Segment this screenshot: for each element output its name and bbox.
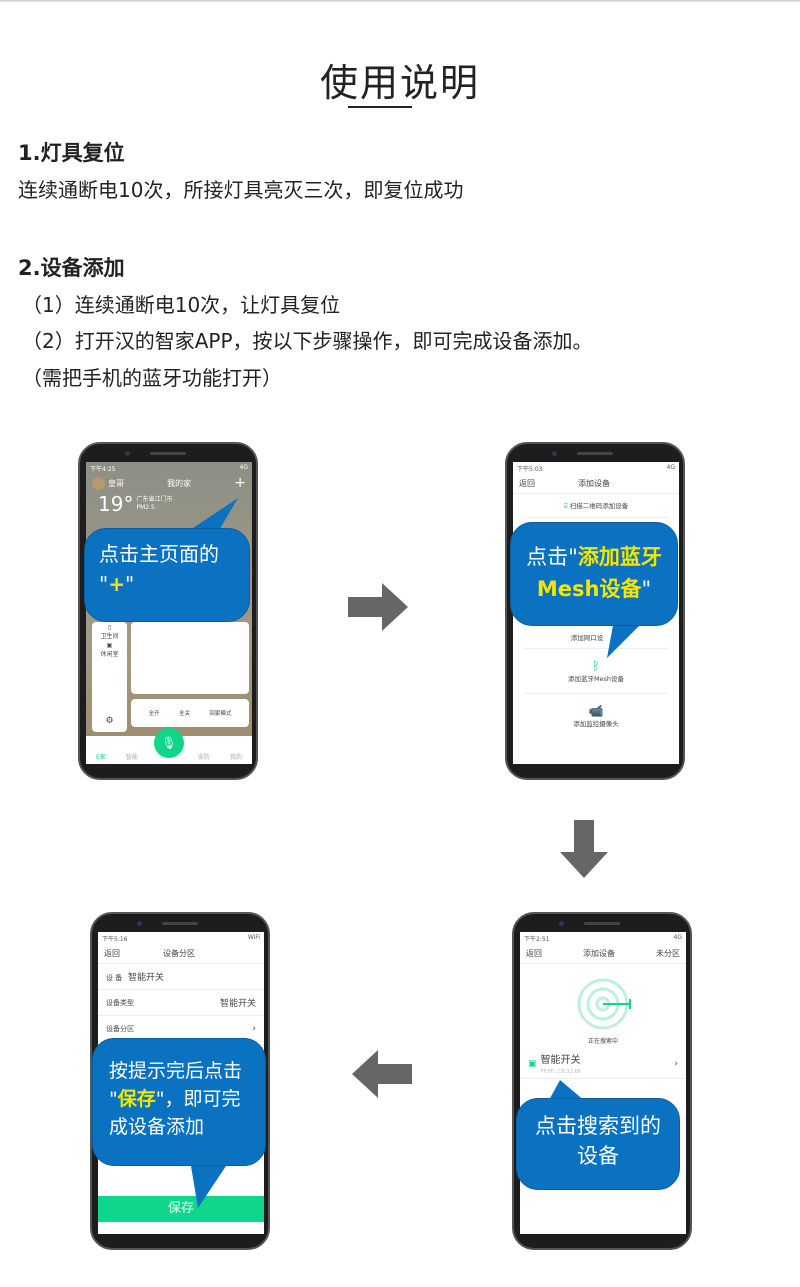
section2-step2: （2）打开汉的智家APP，按以下步骤操作，即可完成设备添加。 bbox=[22, 329, 593, 353]
back-button[interactable]: 返回 bbox=[526, 949, 542, 958]
device-type-value: 智能开关 bbox=[219, 999, 256, 1009]
tab-smart[interactable]: 智能 bbox=[125, 754, 138, 761]
arrow-right-icon bbox=[348, 583, 408, 631]
tab-home[interactable]: E家 bbox=[96, 754, 106, 761]
settings-icon[interactable]: ⚙ bbox=[105, 716, 114, 726]
scene-home[interactable]: 回家模式 bbox=[209, 711, 232, 717]
back-button[interactable]: 返回 bbox=[519, 479, 535, 488]
section2-step1: （1）连续通断电10次，让灯具复位 bbox=[22, 293, 341, 317]
callout-bubble-1: 点击主页面的 "+" bbox=[84, 528, 250, 622]
callout-bubble-2: 点击"添加蓝牙 Mesh设备" bbox=[510, 522, 678, 626]
arrow-down-icon bbox=[560, 820, 608, 878]
bubble-4-tail bbox=[548, 1080, 586, 1102]
scan-qr-option[interactable]: ⌸ 扫描二维码添加设备 bbox=[525, 494, 667, 518]
add-camera-option[interactable]: 📹添加监控摄像头 bbox=[525, 694, 667, 738]
bubble-1-tail bbox=[190, 498, 238, 532]
camera-icon: 📹 bbox=[588, 704, 604, 718]
bubble-3-tail bbox=[190, 1160, 230, 1208]
bubble-2-tail bbox=[607, 620, 645, 658]
mic-button[interactable]: 🎙 bbox=[154, 728, 184, 758]
status-time: 下午4:25 bbox=[90, 466, 116, 473]
device-name-field[interactable]: 设 备 智能开关 bbox=[98, 964, 264, 990]
tab-mine[interactable]: 我的 bbox=[229, 754, 242, 761]
add-button[interactable]: + bbox=[234, 475, 246, 491]
user-avatar[interactable]: 皇哥 bbox=[92, 476, 124, 490]
chevron-right-icon: › bbox=[674, 1058, 678, 1069]
home-title: 我的家 bbox=[167, 478, 192, 488]
save-button[interactable]: 保存 bbox=[98, 1196, 264, 1222]
section1-heading: 1.灯具复位 bbox=[18, 141, 125, 165]
room-lounge[interactable]: ▣休闲室 bbox=[100, 642, 119, 658]
tab-security[interactable]: 安防 bbox=[197, 754, 210, 761]
top-divider bbox=[0, 0, 800, 3]
back-button[interactable]: 返回 bbox=[104, 949, 120, 958]
section2-heading: 2.设备添加 bbox=[18, 256, 125, 280]
callout-bubble-3: 按提示完后点击"保存"，即可完成设备添加 bbox=[92, 1038, 266, 1166]
callout-bubble-4: 点击搜索到的设备 bbox=[516, 1098, 680, 1190]
zone-button[interactable]: 未分区 bbox=[656, 949, 680, 958]
add-gateway-option[interactable]: 添加网口设 bbox=[525, 626, 667, 649]
temperature: 19° bbox=[98, 492, 134, 516]
scene-all-on[interactable]: 全开 bbox=[148, 711, 160, 717]
room-bathroom[interactable]: ▯卫生间 bbox=[100, 624, 119, 640]
searching-text: 正在搜索中 bbox=[587, 1038, 618, 1045]
scene-all-off[interactable]: 全关 bbox=[178, 711, 190, 717]
title-underline bbox=[348, 106, 412, 108]
section2-step3: （需把手机的蓝牙功能打开） bbox=[22, 366, 282, 390]
arrow-left-icon bbox=[352, 1050, 412, 1098]
radar-icon bbox=[577, 978, 631, 1030]
bluetooth-icon: ᛒ bbox=[592, 659, 600, 673]
page-title: 使用说明 bbox=[319, 61, 480, 105]
section1-text: 连续通断电10次，所接灯具亮灭三次，即复位成功 bbox=[18, 178, 464, 202]
switch-icon: ▣ bbox=[528, 1058, 537, 1069]
